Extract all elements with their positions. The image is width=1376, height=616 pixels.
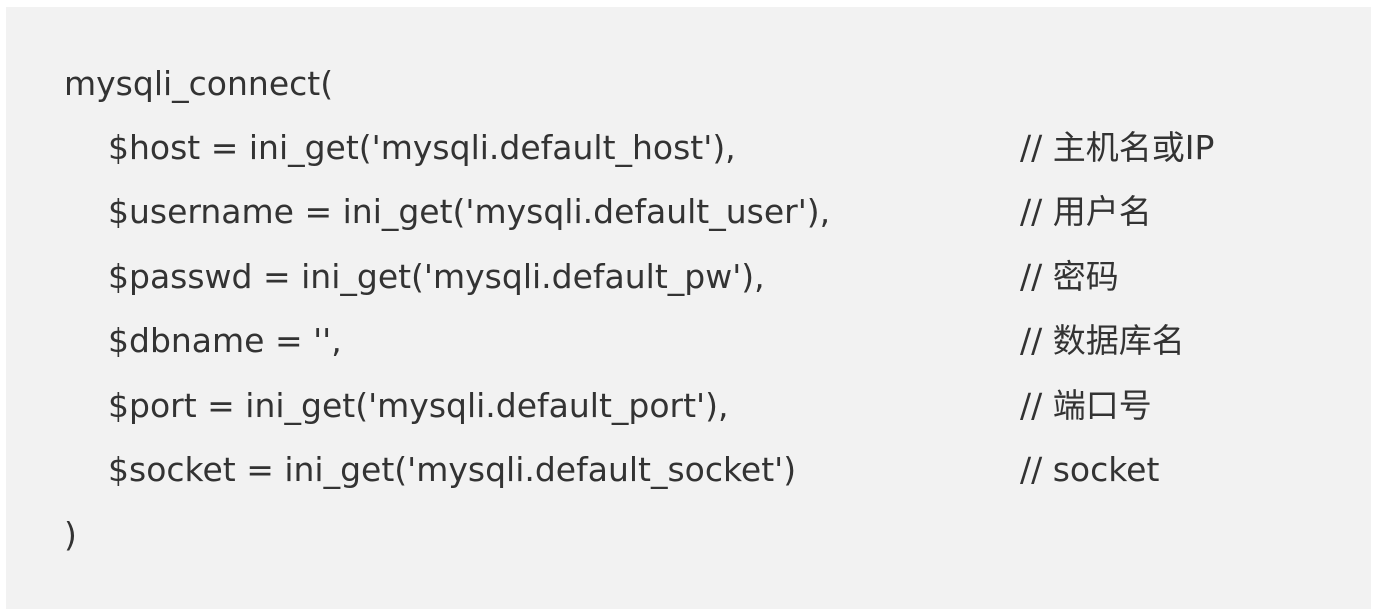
param-comment-username: // 用户名 <box>1020 192 1152 231</box>
code-line-close: ) <box>6 511 1371 559</box>
param-code-host: $host = ini_get('mysqli.default_host'), <box>108 128 736 167</box>
code-line-socket: $socket = ini_get('mysqli.default_socket… <box>6 446 1371 494</box>
param-code-passwd: $passwd = ini_get('mysqli.default_pw'), <box>108 257 765 296</box>
code-line-dbname: $dbname = '', // 数据库名 <box>6 317 1371 365</box>
param-code-dbname: $dbname = '', <box>108 321 342 360</box>
code-line-passwd: $passwd = ini_get('mysqli.default_pw'), … <box>6 253 1371 301</box>
param-comment-host: // 主机名或IP <box>1020 128 1215 167</box>
param-comment-passwd: // 密码 <box>1020 257 1119 296</box>
param-code-socket: $socket = ini_get('mysqli.default_socket… <box>108 450 797 489</box>
code-line-port: $port = ini_get('mysqli.default_port'), … <box>6 382 1371 430</box>
code-line-open: mysqli_connect( <box>6 60 1371 108</box>
param-comment-dbname: // 数据库名 <box>1020 321 1185 360</box>
code-line-username: $username = ini_get('mysqli.default_user… <box>6 188 1371 236</box>
code-line-host: $host = ini_get('mysqli.default_host'), … <box>6 124 1371 172</box>
param-code-port: $port = ini_get('mysqli.default_port'), <box>108 386 729 425</box>
param-code-username: $username = ini_get('mysqli.default_user… <box>108 192 831 231</box>
function-call: mysqli_connect( <box>64 64 334 103</box>
code-block: mysqli_connect( $host = ini_get('mysqli.… <box>6 7 1371 609</box>
closing-paren: ) <box>64 515 77 554</box>
param-comment-port: // 端口号 <box>1020 386 1152 425</box>
param-comment-socket: // socket <box>1020 450 1160 489</box>
